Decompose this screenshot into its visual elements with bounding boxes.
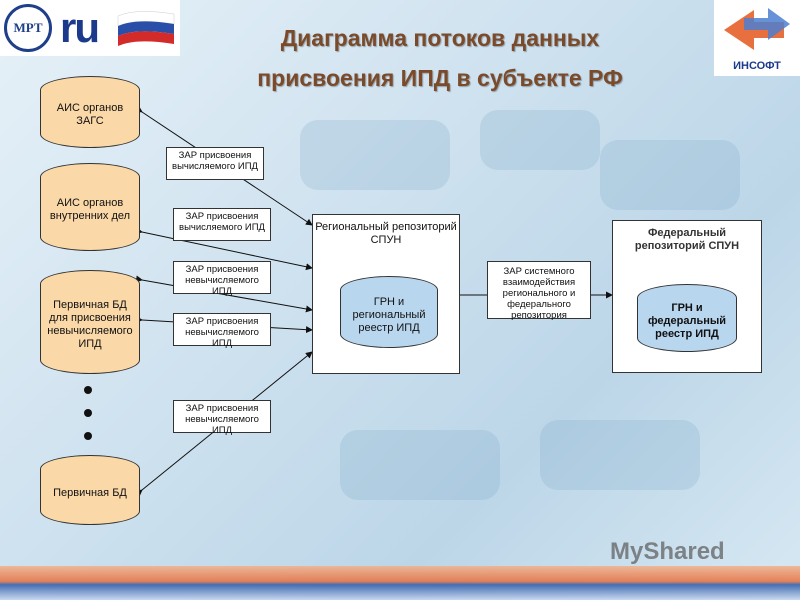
source-mvd: АИС органов внутренних дел	[40, 163, 140, 251]
flow-label-box: ЗАР присвоения невычисляемого ИПД	[173, 261, 271, 297]
sync-label-box: ЗАР системного взаимодействия региональн…	[487, 261, 591, 321]
flow-arrow-mvd	[135, 227, 313, 271]
regional-repository-title: Региональный репозиторий СПУН	[315, 221, 457, 246]
background-key	[600, 140, 740, 210]
source-primary-db: Первичная БД	[40, 455, 140, 525]
source-label: Первичная БД для присвоения невычисляемо…	[47, 299, 133, 350]
flow-label: ЗАР присвоения вычисляемого ИПД	[172, 150, 258, 172]
source-primary-noncalc: Первичная БД для присвоения невычисляемо…	[40, 270, 140, 374]
title-line-2: присвоения ИПД в субъекте РФ	[257, 65, 623, 91]
federal-registry-db: ГРН и федеральный реестр ИПД	[637, 284, 737, 352]
logo-left: МРТ ru	[0, 0, 180, 56]
title-line-1: Диаграмма потоков данных	[280, 25, 600, 51]
ellipsis-dot	[84, 409, 92, 417]
background-key	[540, 420, 700, 490]
ellipsis-dot	[84, 386, 92, 394]
source-label: АИС органов ЗАГС	[56, 102, 124, 127]
sync-label: ЗАР системного взаимодействия региональн…	[502, 266, 576, 321]
bottom-decorative-bar	[0, 566, 800, 600]
page-title: Диаграмма потоков данных присвоения ИПД …	[190, 18, 690, 98]
flow-label-box: ЗАР присвоения невычисляемого ИПД	[173, 400, 271, 436]
myshared-watermark: MyShared	[610, 538, 725, 565]
background-key	[300, 120, 450, 190]
regional-registry-db: ГРН и региональный реестр ИПД	[340, 276, 438, 348]
ellipsis-dot	[84, 432, 92, 440]
mrt-logo-icon: МРТ	[4, 4, 52, 52]
source-label: Первичная БД	[53, 486, 127, 499]
background-key	[340, 430, 500, 500]
source-zags: АИС органов ЗАГС	[40, 76, 140, 148]
flow-label-box: ЗАР присвоения вычисляемого ИПД	[173, 208, 271, 241]
insoft-arrows-icon	[724, 8, 790, 50]
insoft-logo-text: ИНСОФТ	[733, 60, 781, 72]
russian-flag-icon	[117, 11, 175, 46]
flow-label-box: ЗАР присвоения невычисляемого ИПД	[173, 313, 271, 349]
flow-label: ЗАР присвоения невычисляемого ИПД	[185, 403, 259, 436]
background-key	[480, 110, 600, 170]
flow-label: ЗАР присвоения невычисляемого ИПД	[185, 316, 259, 349]
source-label: АИС органов внутренних дел	[49, 197, 131, 222]
regional-db-label: ГРН и региональный реестр ИПД	[352, 295, 426, 334]
flow-label-box: ЗАР присвоения вычисляемого ИПД	[166, 147, 264, 180]
flow-arrow-primary-1	[135, 275, 313, 313]
federal-db-label: ГРН и федеральный реестр ИПД	[647, 301, 727, 340]
flow-label: ЗАР присвоения вычисляемого ИПД	[179, 211, 265, 233]
insoft-logo: ИНСОФТ	[714, 0, 800, 76]
ru-logo-text: ru	[60, 4, 100, 51]
flow-label: ЗАР присвоения невычисляемого ИПД	[185, 264, 259, 297]
federal-repository-title: Федеральный репозиторий СПУН	[634, 227, 740, 252]
